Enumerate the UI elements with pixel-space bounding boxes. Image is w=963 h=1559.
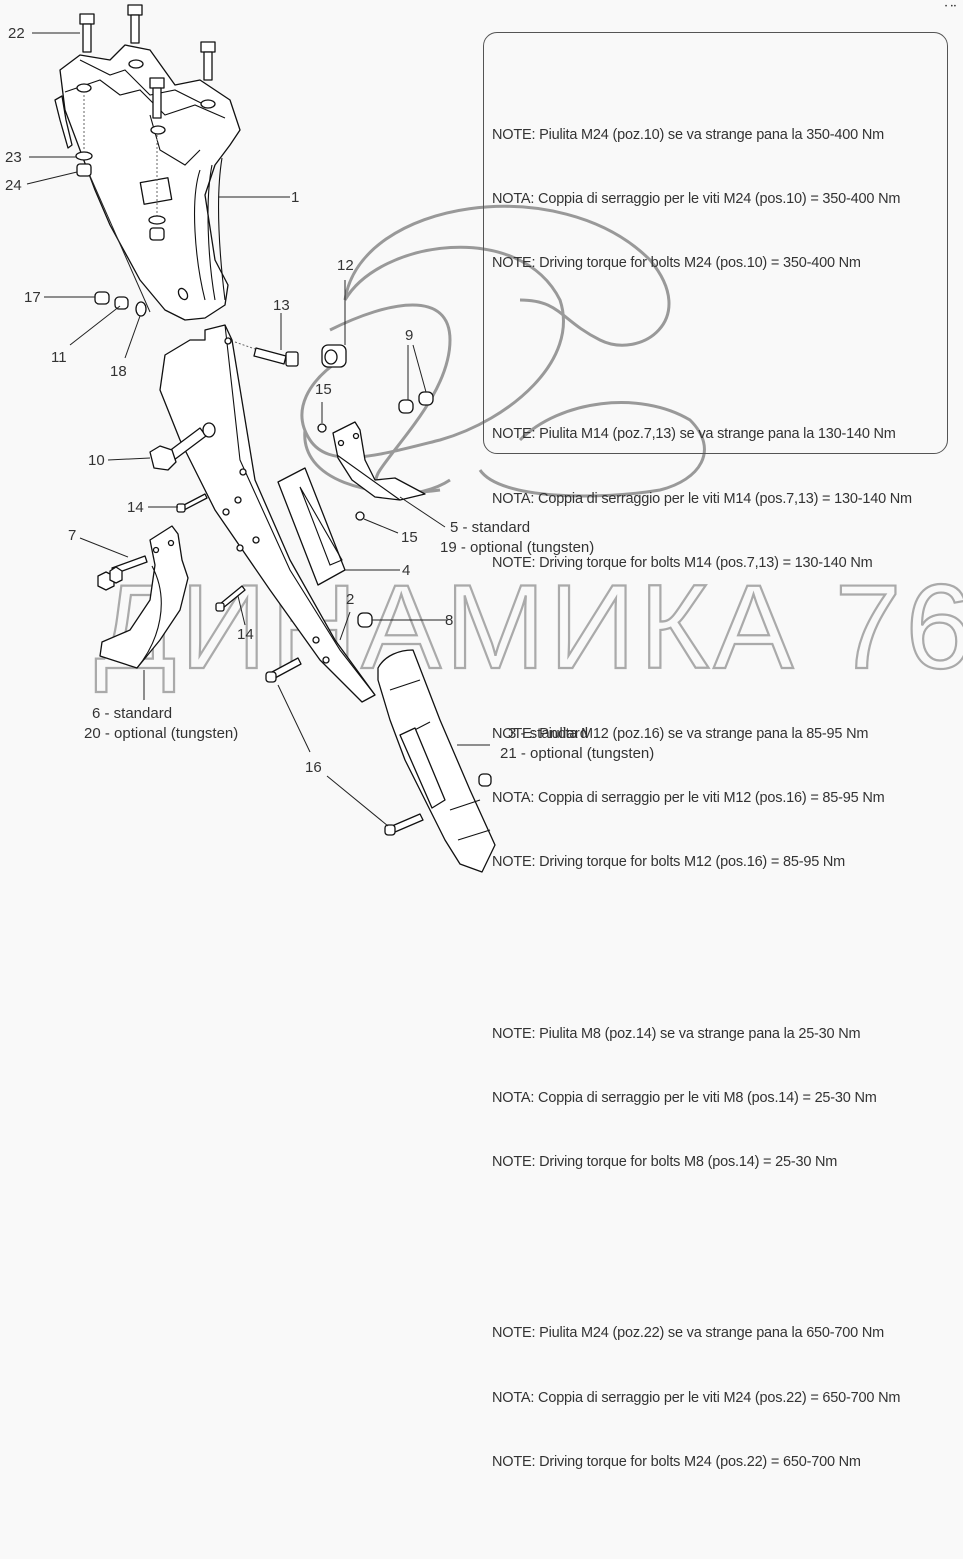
callout-16: 16 [305,759,322,776]
part-6-left-share [99,525,189,669]
leader-lines [26,32,490,827]
callout-23: 23 [5,149,22,166]
watermark-text: ДИНАМИКА 76 [95,560,963,694]
note-line: NOTE: Piulita M8 (poz.14) se va strange … [492,1025,861,1042]
part-13-bolt [234,341,299,367]
callout-12: 12 [337,257,354,274]
part-3-point [377,649,496,873]
note-line: NOTE: Driving torque for bolts M14 (pos.… [492,554,873,571]
part-5-wing-share [332,421,426,501]
diagram-canvas: .ln { fill: #fff; stroke: #111; stroke-w… [5,4,963,1470]
part-16-bolt [265,657,424,836]
callout-9: 9 [405,327,414,344]
callout-17: 17 [24,289,41,306]
callout-2: 2 [346,591,355,608]
part-9-nut [398,399,414,414]
callout-1: 1 [291,189,300,206]
torque-notes-box [483,32,948,454]
part-11-nut [114,296,129,310]
variant-standard: 6 - standard [92,705,173,722]
note-line: NOTA: Coppia di serraggio per le viti M2… [492,190,901,207]
callout-14-lower: 14 [237,626,254,643]
note-line: NOTE: Piulita M14 (poz.7,13) se va stran… [492,426,896,443]
corner-mark: • •• [945,4,957,10]
note-line: NOTE: Driving torque for bolts M8 (pos.1… [492,1154,838,1171]
variant-label-5-19: 5 - standard 19 - optional (tungsten) [440,518,594,558]
part-15-nut [317,423,327,433]
callout-15-upper: 15 [315,381,332,398]
variant-optional: 20 - optional (tungsten) [84,725,239,742]
callout-4: 4 [402,562,411,579]
callout-15-lower: 15 [401,529,418,546]
part-17-nut [94,291,110,305]
note-line: NOTE: Driving torque for bolts M12 (pos.… [492,854,846,871]
part-14-bolt [176,493,246,612]
callout-11: 11 [51,349,67,366]
note-line: NOTA: Coppia di serraggio per le viti M8… [492,1089,877,1106]
variant-standard: 5 - standard [450,519,531,536]
note-group-pos14: NOTE: Piulita M8 (poz.14) se va strange … [492,981,912,1216]
callout-18: 18 [110,363,127,380]
part-9-nut [418,391,434,406]
note-group-pos7-13: NOTE: Piulita M14 (poz.7,13) se va stran… [492,381,912,616]
part-10-bolt [149,422,216,471]
callout-8: 8 [445,612,454,629]
part-1-bracket [54,44,241,321]
note-line: NOTE: Driving torque for bolts M24 (pos.… [492,255,861,272]
note-group-pos10: NOTE: Piulita M24 (poz.10) se va strange… [492,82,912,317]
variant-standard: 3 - standard [508,725,589,742]
note-line: NOTE: Driving torque for bolts M24 (pos.… [492,1453,861,1470]
variant-label-6-20: 6 - standard 20 - optional (tungsten) [84,704,238,744]
part-24-nut [76,163,92,177]
part-7-bolts [97,555,148,591]
note-group-pos22: NOTE: Piulita M24 (poz.22) se va strange… [492,1281,912,1516]
callout-14-upper: 14 [127,499,144,516]
part-15-nut [355,511,365,521]
variant-optional: 19 - optional (tungsten) [440,539,595,556]
callout-7: 7 [68,527,77,544]
callout-22: 22 [8,25,25,42]
note-group-pos16: NOTE: Piulita M12 (poz.16) se va strange… [492,681,912,916]
callout-13: 13 [273,297,290,314]
variant-label-3-21: 3 - standard 21 - optional (tungsten) [500,724,654,764]
note-line: NOTE: Piulita M24 (poz.22) se va strange… [492,1325,884,1342]
note-line: NOTA: Coppia di serraggio per le viti M2… [492,1389,901,1406]
callout-10: 10 [88,452,105,469]
variant-optional: 21 - optional (tungsten) [500,745,655,762]
exploded-drawing: .ln { fill: #fff; stroke: #111; stroke-w… [26,4,963,873]
callout-24: 24 [5,177,22,194]
note-line: NOTE: Piulita M24 (poz.10) se va strange… [492,126,884,143]
note-line: NOTA: Coppia di serraggio per le viti M1… [492,490,912,507]
note-line: NOTE: Piulita M12 (poz.16) se va strange… [492,725,869,742]
part-18-washer [135,301,147,317]
torque-notes: NOTE: Piulita M24 (poz.10) se va strange… [492,39,912,1559]
part-22-bolts [79,4,216,218]
note-line: NOTA: Coppia di serraggio per le viti M1… [492,790,885,807]
part-8-nut [357,612,373,628]
part-2-shank [159,324,376,703]
part-23-washer [75,151,93,161]
